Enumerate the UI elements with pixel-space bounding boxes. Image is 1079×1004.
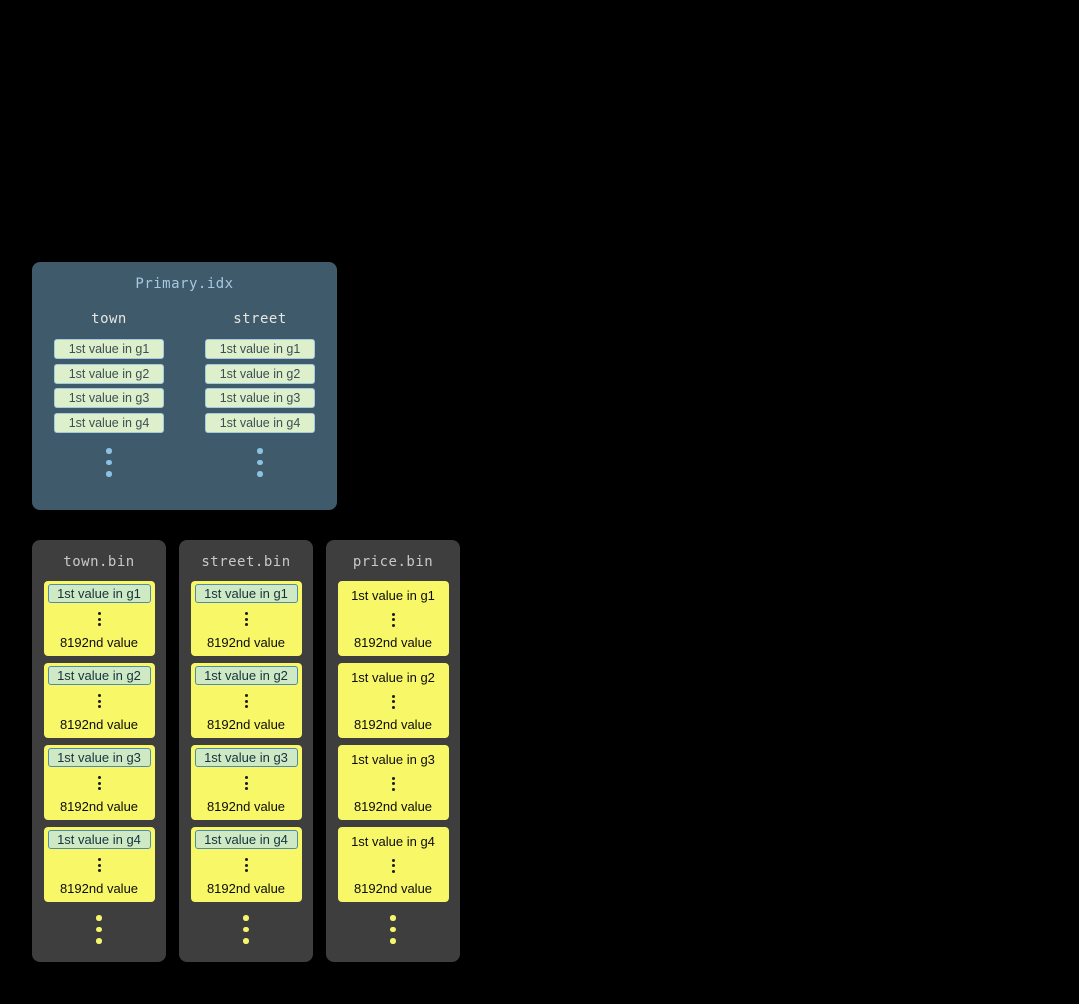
granule-last-value: 8192nd value: [59, 635, 139, 650]
ellipsis-icon: [391, 612, 395, 627]
granule-block: 1st value in g4 8192nd value: [43, 827, 155, 902]
granule-block: 1st value in g2 8192nd value: [337, 663, 449, 738]
granule-block: 1st value in g1 8192nd value: [43, 581, 155, 656]
ellipsis-icon: [243, 915, 249, 944]
granule-block: 1st value in g4 8192nd value: [337, 827, 449, 902]
granule-first-value: 1st value in g1: [351, 588, 435, 603]
primary-index-columns: town 1st value in g1 1st value in g2 1st…: [32, 311, 337, 477]
granule-block: 1st value in g3 8192nd value: [190, 745, 302, 820]
index-mark-chip: 1st value in g2: [54, 363, 164, 384]
granule-last-value: 8192nd value: [59, 881, 139, 896]
granule-first-value: 1st value in g3: [194, 748, 298, 767]
index-mark-chip: 1st value in g3: [54, 388, 164, 408]
bin-file-title: street.bin: [201, 554, 291, 570]
ellipsis-icon: [244, 776, 248, 790]
granule-last-value: 8192nd value: [59, 717, 139, 732]
granule-first-value: 1st value in g4: [351, 834, 435, 849]
granule-first-value: 1st value in g4: [194, 830, 298, 849]
granule-first-value: 1st value in g2: [194, 666, 298, 685]
granule-block: 1st value in g3 8192nd value: [43, 745, 155, 820]
granule-last-value: 8192nd value: [353, 717, 433, 732]
ellipsis-icon: [257, 448, 263, 477]
bin-panel-town: town.bin 1st value in g1 8192nd value 1s…: [32, 540, 166, 962]
granule-last-value: 8192nd value: [206, 799, 286, 814]
granule-block: 1st value in g1 8192nd value: [337, 581, 449, 656]
primary-index-title: Primary.idx: [135, 276, 234, 292]
ellipsis-icon: [391, 858, 395, 873]
granule-block: 1st value in g1 8192nd value: [190, 581, 302, 656]
ellipsis-icon: [106, 448, 112, 477]
granule-first-value: 1st value in g2: [351, 670, 435, 685]
ellipsis-icon: [244, 694, 248, 708]
granule-first-value: 1st value in g3: [351, 752, 435, 767]
index-mark-chip: 1st value in g4: [54, 412, 164, 433]
ellipsis-icon: [96, 915, 102, 944]
bin-file-title: price.bin: [352, 554, 434, 570]
granule-last-value: 8192nd value: [353, 799, 433, 814]
granule-first-value: 1st value in g1: [47, 584, 151, 603]
granule-first-value: 1st value in g2: [47, 666, 151, 685]
column-header: town: [91, 311, 127, 327]
ellipsis-icon: [391, 776, 395, 791]
granule-first-value: 1st value in g3: [47, 748, 151, 767]
index-mark-chip: 1st value in g1: [205, 339, 315, 359]
bin-files-row: town.bin 1st value in g1 8192nd value 1s…: [32, 540, 460, 962]
ellipsis-icon: [391, 694, 395, 709]
ellipsis-icon: [390, 915, 396, 944]
index-mark-chip: 1st value in g4: [205, 412, 315, 433]
column-header: street: [233, 311, 287, 327]
granule-last-value: 8192nd value: [59, 799, 139, 814]
granule-last-value: 8192nd value: [353, 881, 433, 896]
granule-first-value: 1st value in g1: [194, 584, 298, 603]
bin-file-title: town.bin: [63, 554, 135, 570]
granule-block: 1st value in g2 8192nd value: [43, 663, 155, 738]
bin-panel-street: street.bin 1st value in g1 8192nd value …: [179, 540, 313, 962]
ellipsis-icon: [97, 776, 101, 790]
granule-block: 1st value in g3 8192nd value: [337, 745, 449, 820]
ellipsis-icon: [244, 612, 248, 626]
granule-block: 1st value in g4 8192nd value: [190, 827, 302, 902]
ellipsis-icon: [97, 694, 101, 708]
primary-column-town: town 1st value in g1 1st value in g2 1st…: [54, 311, 164, 477]
primary-index-panel: Primary.idx town 1st value in g1 1st val…: [32, 262, 337, 510]
granule-last-value: 8192nd value: [206, 717, 286, 732]
ellipsis-icon: [97, 858, 101, 872]
granule-first-value: 1st value in g4: [47, 830, 151, 849]
index-mark-chip: 1st value in g1: [54, 339, 164, 359]
granule-last-value: 8192nd value: [206, 881, 286, 896]
index-mark-chip: 1st value in g2: [205, 363, 315, 384]
bin-panel-price: price.bin 1st value in g1 8192nd value 1…: [326, 540, 460, 962]
index-mark-chip: 1st value in g3: [205, 388, 315, 408]
granule-last-value: 8192nd value: [206, 635, 286, 650]
ellipsis-icon: [244, 858, 248, 872]
ellipsis-icon: [97, 612, 101, 626]
primary-column-street: street 1st value in g1 1st value in g2 1…: [205, 311, 315, 477]
granule-block: 1st value in g2 8192nd value: [190, 663, 302, 738]
granule-last-value: 8192nd value: [353, 635, 433, 650]
